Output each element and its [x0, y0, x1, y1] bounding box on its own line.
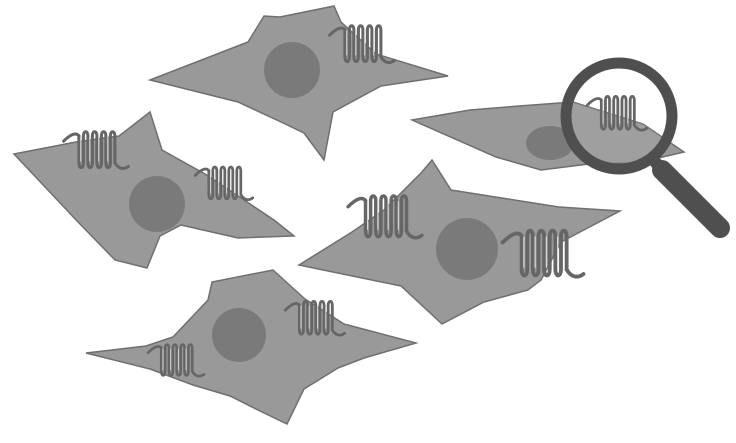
cell-bottom: [86, 270, 416, 424]
magnifying-glass-icon: [566, 63, 720, 228]
cell-nucleus: [264, 42, 320, 98]
cell-left: [14, 112, 294, 268]
cell-nucleus: [212, 308, 266, 362]
cell-nucleus: [436, 218, 498, 280]
cell-middle-right: [299, 160, 620, 324]
cell-nucleus: [129, 176, 185, 232]
cell-top: [150, 6, 448, 160]
